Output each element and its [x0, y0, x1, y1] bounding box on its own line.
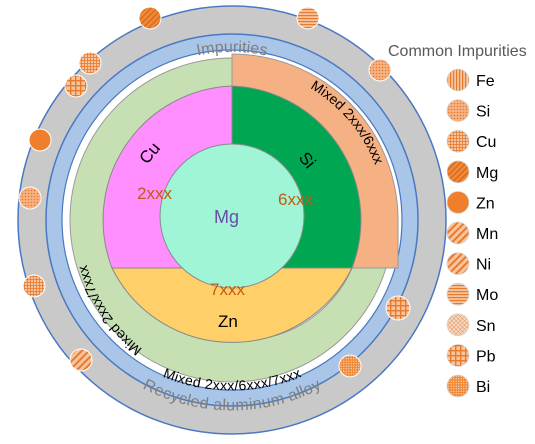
impurities-label: Impurities: [195, 39, 269, 60]
impurity-particle: [69, 348, 93, 372]
legend-label-si: Si: [476, 104, 490, 121]
impurity-particle: [368, 58, 392, 82]
legend-label-mg: Mg: [476, 165, 498, 182]
legend-swatch-pb: [446, 343, 470, 367]
legend-label-zn: Zn: [476, 195, 495, 212]
7xxx-label: 7xxx: [210, 280, 245, 299]
legend-label-cu: Cu: [476, 134, 496, 151]
impurity-particle: [28, 128, 52, 152]
impurity-particle: [338, 354, 362, 378]
legend-label-fe: Fe: [476, 73, 495, 90]
legend-label-pb: Pb: [476, 348, 496, 365]
impurity-particle: [138, 6, 162, 30]
legend-label-ni: Ni: [476, 257, 491, 274]
2xxx-label: 2xxx: [137, 184, 172, 203]
mg-core: [159, 143, 305, 289]
legend-label-mo: Mo: [476, 287, 498, 304]
legend-swatch-bi: [446, 374, 470, 398]
legend-swatch-mg: [446, 160, 470, 184]
legend-swatch-sn: [446, 313, 470, 337]
legend-title: Common Impurities: [388, 43, 527, 60]
legend-swatch-mo: [446, 282, 470, 306]
legend-label-sn: Sn: [476, 318, 496, 335]
legend-swatch-fe: [446, 68, 470, 92]
impurity-particle: [64, 74, 88, 98]
impurity-particle: [296, 6, 320, 30]
legend-label-mn: Mn: [476, 226, 498, 243]
impurity-particle: [78, 51, 102, 75]
legend-label-bi: Bi: [476, 379, 490, 396]
mg-label: Mg: [214, 207, 239, 227]
impurity-particle: [22, 274, 46, 298]
impurity-particles: [18, 6, 411, 378]
legend-swatch-zn: [446, 190, 470, 214]
impurity-particle: [18, 186, 42, 210]
legend-swatch-si: [446, 99, 470, 122]
legend-swatch-mn: [446, 221, 470, 245]
zn-label: Zn: [218, 312, 238, 331]
6xxx-label: 6xxx: [278, 190, 313, 209]
impurity-particle: [385, 295, 411, 321]
legend-swatch-ni: [446, 252, 470, 276]
zn-sector: [111, 267, 353, 343]
legend-swatch-cu: [446, 129, 470, 153]
